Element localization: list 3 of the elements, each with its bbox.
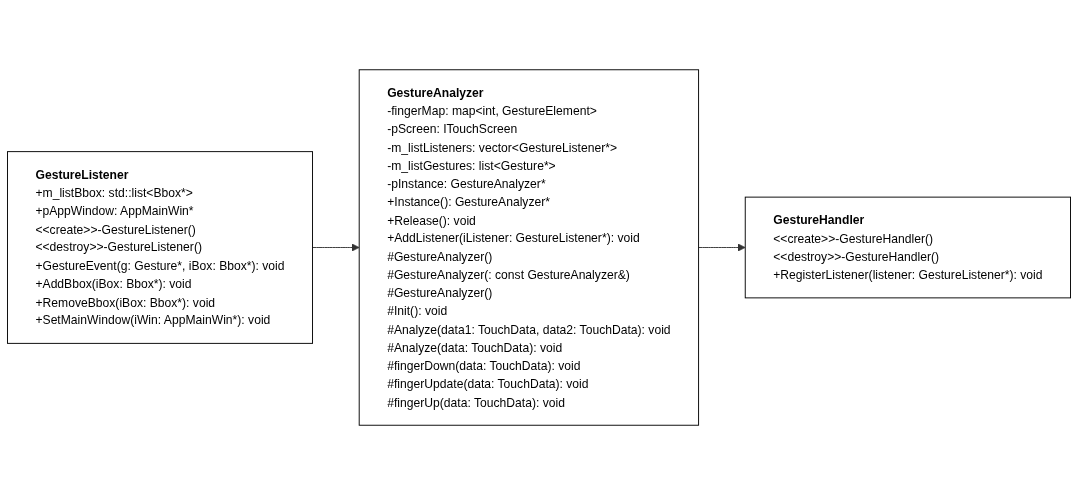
node-box: GestureAnalyzer -fingerMap: map<int, GestureElement> -pScreen: ITouchScreen -m_listListeners: vector<GestureListener*> -m_listGestures: list<Gesture*> -pInstance: GestureAnalyzer* +Instance(): GestureAnalyzer* +Release(): void +AddListener(iListener: GestureListener*): void #GestureAnalyzer() #GestureAnalyzer(: const GestureAnalyzer&) #GestureAnalyzer() #Init(): void #Analyze(data1: TouchData, data2: TouchData): void #Analyze(data: TouchData): void #fingerDown(data: TouchData): void #fingerUpdate(data: TouchData): void #fingerUp(data: TouchData): void [358,69,700,426]
node-box: GestureHandler <<create>>-GestureHandler() <<destroy>>-GestureHandler() +RegisterListener(listener: GestureListener*): void [744,196,1071,299]
node-box: GestureListener +m_listBbox: std::list<Bbox*> +pAppWindow: AppMainWin* <<create>>-GestureListener() <<destroy>>-GestureListener() +GestureEvent(g: Gesture*, iBox: Bbox*): void +AddBbox(iBox: Bbox*): void +RemoveBbox(iBox: Bbox*): void +SetMainWindow(iWin: AppMainWin*): void [7,151,313,344]
